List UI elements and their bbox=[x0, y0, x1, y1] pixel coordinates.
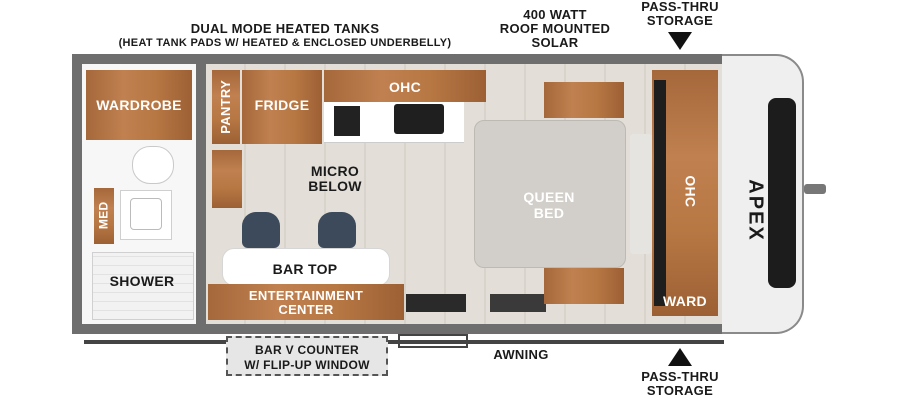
micro-label-line2: BELOW bbox=[308, 178, 362, 194]
foot-cabinet bbox=[544, 268, 624, 304]
pantry-label: PANTRY bbox=[218, 79, 234, 134]
bar-v-counter-line1: BAR V COUNTER bbox=[255, 343, 359, 357]
brand-text: APEX bbox=[744, 179, 767, 242]
entry-door bbox=[398, 334, 468, 348]
wardrobe-cabinet bbox=[86, 70, 192, 140]
entertainment-label-line1: ENTERTAINMENT bbox=[248, 288, 364, 303]
bar-v-counter-line2: W/ FLIP-UP WINDOW bbox=[244, 358, 370, 372]
entertainment-center bbox=[208, 284, 404, 320]
headboard-cabinet bbox=[544, 82, 624, 118]
shower bbox=[92, 252, 194, 320]
entry-step bbox=[406, 294, 466, 312]
bar-stool-right bbox=[318, 212, 356, 248]
entertainment-label-line2: CENTER bbox=[278, 302, 334, 317]
toilet bbox=[132, 146, 174, 184]
med-cabinet bbox=[94, 188, 114, 244]
ward-label: WARD bbox=[663, 293, 707, 309]
med-label: MED bbox=[96, 201, 111, 230]
hitch bbox=[804, 184, 826, 194]
bar-top bbox=[222, 248, 390, 286]
bar-top-label: BAR TOP bbox=[272, 261, 338, 277]
bar-stool-left bbox=[242, 212, 280, 248]
ohc-front-shadow bbox=[654, 80, 666, 306]
front-window bbox=[768, 98, 796, 288]
arrow-up-icon bbox=[668, 348, 692, 366]
arrow-down-icon bbox=[668, 32, 692, 50]
fridge-label: FRIDGE bbox=[254, 97, 310, 113]
queen-bed-label-line2: BED bbox=[533, 205, 565, 221]
bar-v-counter bbox=[226, 336, 388, 376]
stovetop bbox=[334, 106, 360, 136]
pantry-cabinet bbox=[212, 70, 240, 144]
passthru-bottom-line1: PASS-THRU bbox=[641, 369, 719, 384]
awning-label: AWNING bbox=[493, 347, 549, 362]
sink-basin bbox=[130, 198, 162, 230]
brand-logo: APEX bbox=[740, 179, 770, 241]
ohc-front-label: OHC bbox=[682, 175, 699, 208]
ohc-kitchen-label: OHC bbox=[388, 79, 421, 95]
passthru-bottom-line2: STORAGE bbox=[646, 383, 714, 398]
solar-label-line2: ROOF MOUNTED bbox=[499, 21, 611, 36]
queen-bed bbox=[474, 120, 626, 268]
passthru-top-line2: STORAGE bbox=[646, 13, 714, 28]
ohc-kitchen bbox=[324, 70, 486, 102]
micro-label-line1: MICRO bbox=[310, 163, 360, 179]
solar-label-line1: 400 WATT bbox=[523, 7, 587, 22]
kitchen-sink bbox=[394, 104, 444, 134]
fridge bbox=[242, 70, 322, 144]
bed-pillows bbox=[630, 134, 652, 254]
wardrobe-label: WARDROBE bbox=[96, 97, 182, 113]
tanks-title: DUAL MODE HEATED TANKS bbox=[190, 21, 380, 36]
corner-cabinet bbox=[212, 150, 242, 208]
floor-vent bbox=[490, 294, 546, 312]
awning-rail bbox=[84, 340, 724, 344]
queen-bed-label-line1: QUEEN bbox=[523, 189, 575, 205]
passthru-top-line1: PASS-THRU bbox=[641, 0, 719, 14]
solar-label-line3: SOLAR bbox=[531, 35, 579, 50]
shower-label: SHOWER bbox=[109, 273, 175, 289]
tanks-subtitle: (HEAT TANK PADS W/ HEATED & ENCLOSED UND… bbox=[118, 37, 452, 49]
